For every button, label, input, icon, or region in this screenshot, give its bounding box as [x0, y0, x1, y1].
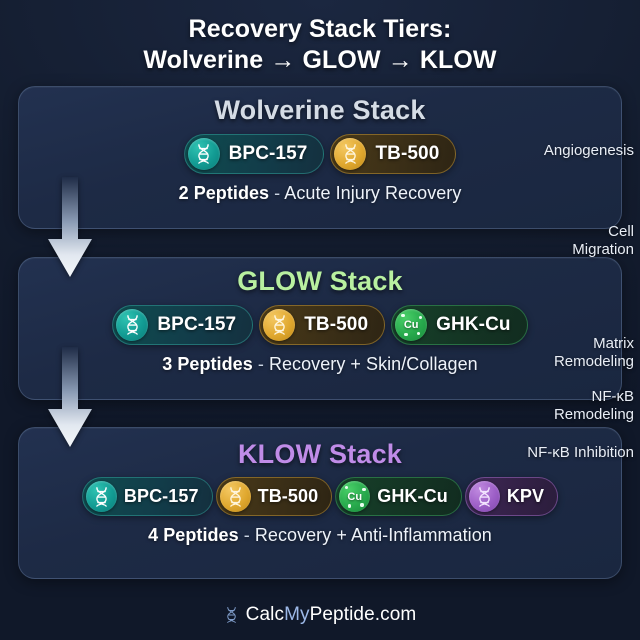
separator: -: [269, 183, 285, 203]
separator: -: [252, 354, 269, 374]
peptide-count: 2 Peptides: [178, 183, 270, 203]
dna-icon: [334, 138, 367, 170]
peptide-pill-tb-500[interactable]: TB-500: [330, 134, 457, 174]
brand-name: CalcMyPeptide.com: [246, 604, 417, 626]
dna-icon: [224, 605, 239, 625]
stack-summary-glow: 3 Peptides - Recovery + Skin/Collagen: [19, 354, 621, 375]
arrow-glow-to-klow-icon: [48, 347, 92, 447]
copper-symbol: Cu: [347, 490, 363, 503]
peptide-label: BPC-157: [123, 486, 199, 506]
peptide-count: 4 Peptides: [148, 525, 239, 545]
peptide-label: BPC-157: [228, 143, 308, 164]
side-label-text: Angiogenesis: [543, 142, 634, 159]
side-label-text: NF-κB Inhibition: [527, 444, 634, 461]
dna-icon: [116, 309, 149, 341]
dna-icon: [219, 481, 251, 512]
page-title-line-1: Recovery Stack Tiers:: [188, 15, 452, 43]
stacks-diagram: Wolverine Stack BPC-157 TB-500 2 Peptide…: [0, 85, 640, 615]
stack-card-klow[interactable]: KLOW Stack BPC-157 TB-500 Cu: [18, 427, 622, 579]
peptide-label: TB-500: [257, 486, 319, 506]
side-label-cell-migration: Cell Migration: [482, 223, 634, 259]
separator: -: [238, 525, 255, 545]
copper-molecule-icon: Cu: [339, 481, 371, 512]
dna-icon: [187, 138, 220, 170]
peptide-pill-row-klow: BPC-157 TB-500 Cu GHK-Cu: [19, 477, 621, 516]
copper-symbol: Cu: [403, 319, 419, 331]
footer-branding[interactable]: CalcMyPeptide.com: [0, 604, 640, 626]
side-label-matrix-remodeling: Matrix Remodeling: [482, 335, 634, 371]
side-label-angiogenesis: Angiogenesis: [482, 142, 634, 160]
side-label-text: NF-κB: [591, 388, 635, 405]
stack-summary-wolverine: 2 Peptides - Acute Injury Recovery: [19, 183, 621, 204]
stack-description: Recovery + Anti-Inflammation: [254, 525, 492, 545]
side-label-text: Remodeling: [553, 353, 634, 370]
peptide-label: TB-500: [375, 143, 440, 164]
peptide-label: GHK-Cu: [436, 314, 511, 335]
peptide-pill-tb-500[interactable]: TB-500: [215, 477, 333, 516]
stack-title-klow: KLOW Stack: [237, 439, 403, 469]
peptide-pill-tb-500[interactable]: TB-500: [259, 305, 386, 345]
page-title: Recovery Stack Tiers: Wolverine → GLOW →…: [0, 0, 640, 85]
brand-accent: My: [284, 604, 310, 625]
peptide-pill-row-glow: BPC-157 TB-500 Cu GHK-Cu: [19, 305, 621, 345]
peptide-pill-row-wolverine: BPC-157 TB-500: [19, 134, 621, 174]
peptide-pill-bpc-157[interactable]: BPC-157: [81, 477, 213, 516]
brand-part-2: Peptide.com: [309, 604, 417, 625]
stack-description: Recovery + Skin/Collagen: [268, 354, 478, 374]
copper-molecule-icon: Cu: [395, 309, 428, 341]
stack-title-glow: GLOW Stack: [237, 266, 403, 296]
side-label-text: Remodeling: [553, 406, 634, 423]
peptide-label: BPC-157: [157, 314, 237, 335]
peptide-count: 3 Peptides: [162, 354, 253, 374]
stack-summary-klow: 4 Peptides - Recovery + Anti-Inflammatio…: [19, 525, 621, 546]
peptide-pill-bpc-157[interactable]: BPC-157: [112, 305, 254, 345]
peptide-pill-ghk-cu[interactable]: Cu GHK-Cu: [335, 477, 462, 516]
peptide-label: GHK-Cu: [377, 486, 448, 506]
side-label-nfkb-remodeling: NF-κB Remodeling: [482, 388, 634, 424]
side-label-text: Matrix: [593, 335, 634, 352]
peptide-pill-ghk-cu[interactable]: Cu GHK-Cu: [391, 305, 528, 345]
peptide-label: TB-500: [304, 314, 369, 335]
peptide-pill-kpv[interactable]: KPV: [464, 477, 559, 516]
stack-description: Acute Injury Recovery: [284, 183, 462, 203]
side-label-text: Cell: [608, 223, 634, 240]
peptide-label: KPV: [506, 486, 545, 506]
stack-card-glow[interactable]: GLOW Stack BPC-157 TB-500 Cu: [18, 257, 622, 400]
stack-card-wolverine[interactable]: Wolverine Stack BPC-157 TB-500 2 Peptide…: [18, 86, 622, 229]
side-label-nfkb-inhibition: NF-κB Inhibition: [464, 444, 634, 462]
dna-icon: [468, 481, 500, 512]
stack-title-wolverine: Wolverine Stack: [214, 95, 426, 125]
side-label-text: Migration: [572, 241, 634, 258]
dna-icon: [263, 309, 296, 341]
page-title-line-2: Wolverine → GLOW → KLOW: [143, 45, 497, 74]
brand-part-1: Calc: [245, 604, 285, 625]
dna-icon: [85, 481, 117, 512]
arrow-wolverine-to-glow-icon: [48, 177, 92, 277]
peptide-pill-bpc-157[interactable]: BPC-157: [183, 134, 325, 174]
